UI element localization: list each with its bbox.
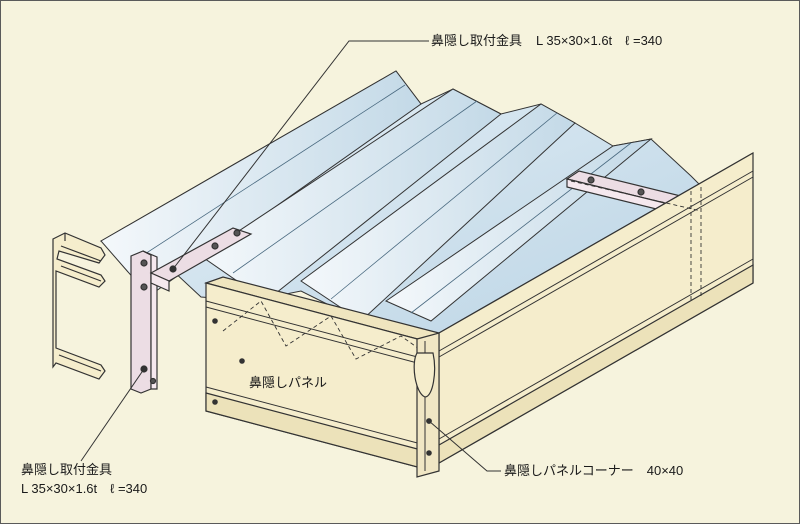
corner-piece-hook [413, 352, 436, 398]
front-panel-grooves [205, 300, 426, 446]
left-bracket-flange [142, 250, 158, 390]
left-bracket-hole-4 [149, 377, 157, 385]
leader-top-bracket [172, 40, 429, 270]
left-bracket-hole-1 [140, 259, 148, 267]
top-bracket-lip [150, 272, 170, 292]
side-panel [424, 151, 754, 465]
panel-label: 鼻隠しパネル [249, 375, 328, 390]
right-bracket-hole-1 [587, 176, 595, 184]
left-panel-face [52, 232, 106, 380]
left-bracket-hole-2 [140, 283, 148, 291]
left-bracket [130, 250, 158, 394]
roof-ridge-lines [130, 84, 632, 314]
corner-label: 鼻隠しパネルコーナー 40×40 [504, 463, 684, 478]
side-panel-hidden-lines [570, 180, 702, 301]
top-bracket-spec: L 35×30×1.6t ℓ =340 [536, 33, 663, 48]
corner-piece-rivet-2 [426, 450, 432, 456]
left-panel-profile [52, 232, 106, 380]
front-panel-rivet-1 [212, 318, 218, 324]
right-bracket-hole-2 [637, 188, 645, 196]
top-bracket-hole-2 [211, 242, 219, 250]
leader-panel-dot [239, 358, 245, 364]
left-panel-edges [58, 233, 102, 372]
top-bracket-name: 鼻隠し取付金具 [431, 33, 523, 48]
top-bracket-label: 鼻隠し取付金具 L 35×30×1.6t ℓ =340 [431, 33, 662, 49]
leader-left-bracket [80, 368, 145, 462]
leader-lines [80, 40, 501, 472]
leader-left-bracket-dot [141, 366, 147, 372]
front-panel [203, 276, 441, 470]
leader-corner [428, 420, 501, 472]
leader-corner-dot [426, 418, 432, 424]
top-bracket-hole-3 [233, 229, 241, 237]
top-bracket [149, 227, 253, 292]
corner-piece [413, 332, 440, 478]
front-panel-rivet-2 [212, 399, 218, 405]
left-bracket-label-spec: L 35×30×1.6t ℓ =340 [21, 481, 148, 496]
left-bracket-web [130, 250, 152, 394]
front-panel-hidden-profile [222, 300, 426, 360]
left-bracket-label-name: 鼻隠し取付金具 [21, 462, 113, 477]
leader-top-bracket-dot [170, 266, 176, 272]
